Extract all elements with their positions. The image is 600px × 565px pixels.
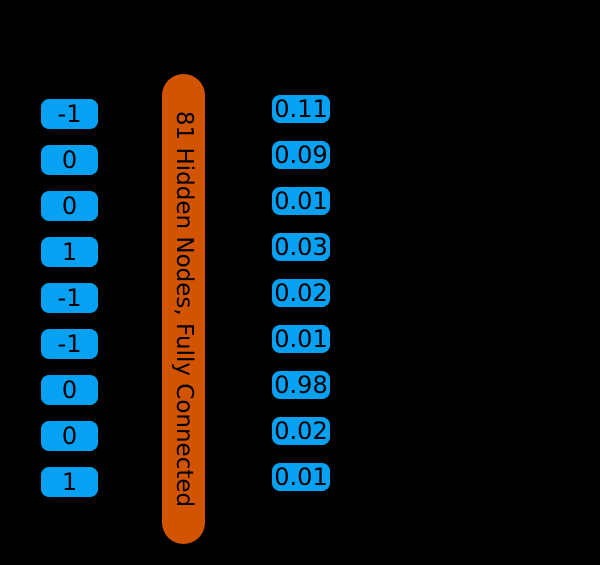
output-node: 0.01	[272, 325, 330, 353]
input-node: 0	[41, 375, 98, 405]
output-node: 0.98	[272, 371, 330, 399]
output-node: 0.03	[272, 233, 330, 261]
input-node: 0	[41, 145, 98, 175]
hidden-layer-label: 81 Hidden Nodes, Fully Connected	[170, 110, 197, 508]
output-node: 0.01	[272, 463, 330, 491]
input-node: -1	[41, 329, 98, 359]
input-node: 0	[41, 191, 98, 221]
output-node: 0.01	[272, 187, 330, 215]
input-node: 0	[41, 421, 98, 451]
hidden-layer-bar: 81 Hidden Nodes, Fully Connected	[162, 74, 205, 544]
output-node: 0.02	[272, 279, 330, 307]
input-node: -1	[41, 283, 98, 313]
input-node: 1	[41, 467, 98, 497]
input-node: 1	[41, 237, 98, 267]
output-node: 0.02	[272, 417, 330, 445]
input-node-column: -1 0 0 1 -1 -1 0 0 1	[41, 99, 98, 497]
output-node: 0.11	[272, 95, 330, 123]
output-node: 0.09	[272, 141, 330, 169]
output-node-column: 0.11 0.09 0.01 0.03 0.02 0.01 0.98 0.02 0.01	[272, 95, 330, 491]
input-node: -1	[41, 99, 98, 129]
